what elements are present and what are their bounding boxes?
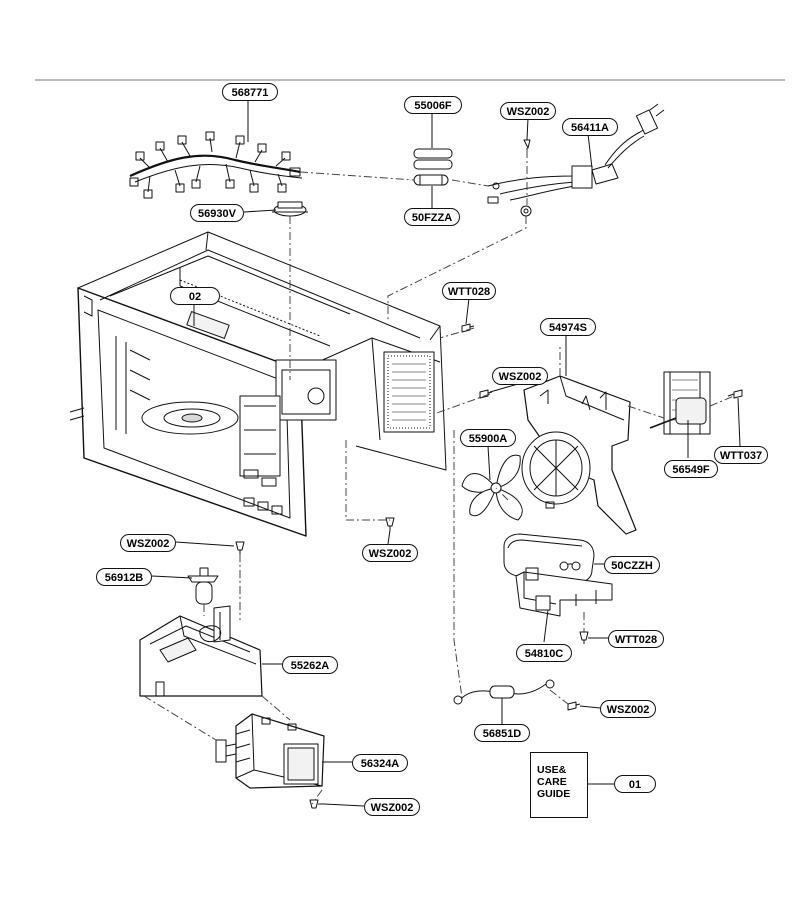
assembly-lines: [143, 150, 735, 805]
callout-screw-bracket: WTT028: [608, 630, 664, 648]
manual-booklet-text: USE& CARE GUIDE: [537, 764, 585, 800]
callout-transformer-cover: 55262A: [282, 656, 338, 674]
manual-booklet: [530, 752, 588, 818]
callout-screw-top: WSZ002: [500, 102, 556, 120]
fan-motor: [649, 371, 711, 435]
fuse: [413, 174, 449, 186]
wire-harness: [129, 131, 303, 199]
leader-lines: [151, 101, 741, 807]
callout-fan-bracket: 54974S: [540, 318, 596, 336]
callout-screw-cavity: WTT028: [442, 282, 496, 300]
manual-text-line-1: USE&: [537, 764, 567, 776]
callout-fan-blade: 55900A: [460, 429, 516, 447]
callout-screw-wire: WSZ002: [600, 700, 656, 718]
callout-diode-wire: 56851D: [474, 724, 530, 742]
callout-thermostat-left: 56912B: [96, 568, 152, 586]
callout-screw-left: WSZ002: [120, 534, 176, 552]
manual-text-line-2: CARE: [537, 776, 567, 788]
callout-screw-center: WSZ002: [362, 544, 418, 562]
callout-power-cord: 56411A: [562, 118, 618, 136]
thermostat-top: [272, 201, 308, 217]
power-cord: [487, 103, 665, 217]
magnetron: [215, 713, 325, 789]
callout-magnetron: 56324A: [352, 754, 408, 772]
capacitor-bracket: [515, 567, 613, 617]
transformer-cover: [139, 605, 263, 697]
callout-capacitor-bracket: 54810C: [516, 644, 572, 662]
manual-text-line-3: GUIDE: [537, 788, 571, 800]
fan-bracket: [521, 375, 637, 535]
oven-cavity: [69, 231, 447, 537]
fuse-holder: [413, 148, 453, 170]
callout-capacitor: 50CZZH: [604, 556, 660, 574]
diode-wire: [453, 679, 555, 705]
callout-fan-motor: 56549F: [664, 460, 718, 478]
thermostat-left: [187, 567, 219, 605]
fan-blade: [461, 454, 523, 521]
callout-harness: 568771: [222, 83, 278, 101]
callout-fuse: 50FZZA: [404, 208, 460, 226]
callout-screw-fan: WSZ002: [492, 367, 548, 385]
callout-manual: 01: [614, 775, 656, 793]
callout-screw-motor: WTT037: [714, 446, 768, 464]
callout-screw-magnetron: WSZ002: [364, 798, 420, 816]
callout-thermostat-top: 56930V: [190, 204, 244, 222]
callout-fuse-holder: 55006F: [404, 96, 462, 114]
callout-cavity: 02: [170, 287, 220, 305]
